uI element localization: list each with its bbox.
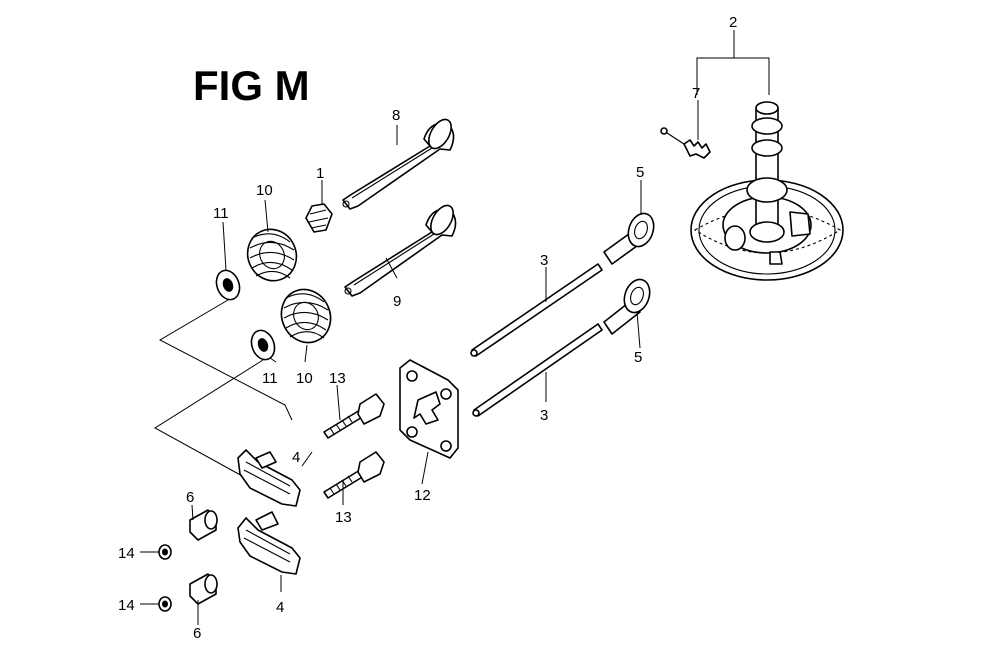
callout-9: 9 — [393, 293, 401, 310]
callout-11-lower: 11 — [262, 370, 278, 387]
callout-numbers: 8 1 10 11 9 3 3 5 5 2 7 11 10 13 4 13 12… — [118, 14, 737, 642]
spring-retainer-upper — [215, 269, 241, 301]
callout-6-lower: 6 — [193, 625, 201, 642]
pivot-pin-upper — [189, 509, 218, 541]
valve-stem-seal — [305, 203, 333, 233]
rocker-stud-upper — [323, 393, 385, 439]
valve-upper — [342, 118, 455, 210]
camshaft-assembly — [690, 101, 844, 281]
callout-10-lower: 10 — [296, 370, 313, 387]
callout-4-upper: 4 — [292, 449, 300, 466]
valve-spring-lower — [280, 288, 332, 344]
pivot-pin-lower — [189, 573, 218, 605]
callout-12: 12 — [414, 487, 431, 504]
leader-lines — [140, 30, 770, 625]
callout-13-upper: 13 — [329, 370, 346, 387]
valve-spring-upper — [246, 228, 298, 282]
rocker-arm-lower — [237, 511, 301, 575]
callout-3-lower: 3 — [540, 407, 548, 424]
figure-title: FIG M — [193, 62, 310, 109]
rocker-stud-lower — [323, 451, 385, 499]
nut-lower — [158, 596, 172, 612]
callout-5-lower: 5 — [634, 349, 642, 366]
spring-retainer-lower — [250, 329, 276, 361]
nut-upper — [158, 544, 172, 560]
callout-10-upper: 10 — [256, 182, 273, 199]
pushrod-guide-plate — [399, 359, 459, 459]
rocker-arm-upper — [237, 449, 301, 507]
callout-2: 2 — [729, 14, 737, 31]
callout-11-upper: 11 — [213, 205, 229, 222]
tappet-lower — [603, 278, 651, 335]
callout-13-lower: 13 — [335, 509, 352, 526]
callout-14-lower: 14 — [118, 597, 135, 614]
callout-4-lower: 4 — [276, 599, 284, 616]
callout-1: 1 — [316, 165, 324, 182]
callout-3-upper: 3 — [540, 252, 548, 269]
valve-lower — [344, 204, 457, 297]
pushrod-upper — [470, 263, 603, 357]
callout-14-upper: 14 — [118, 545, 135, 562]
callout-8: 8 — [392, 107, 400, 124]
tappet-upper — [603, 212, 655, 265]
callout-7: 7 — [692, 85, 700, 102]
decompressor-spring — [660, 127, 711, 159]
pushrod-lower — [472, 323, 603, 417]
callout-5-upper: 5 — [636, 164, 644, 181]
bracket-leader-upper — [158, 299, 293, 421]
callout-6-upper: 6 — [186, 489, 194, 506]
